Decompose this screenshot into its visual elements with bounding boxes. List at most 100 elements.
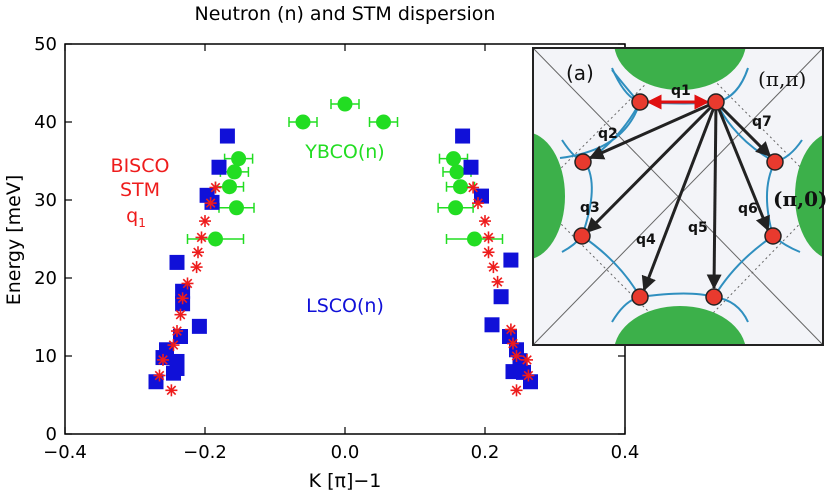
pocket-left [533,133,565,259]
pocket-top [614,48,746,90]
bisco-point [467,181,480,194]
series-ybco [186,96,504,247]
bisco-point [199,215,211,228]
lsco-point [463,159,479,175]
octet-spot-4 [766,153,784,171]
q4-vector-label: q4 [636,232,656,248]
bisco-point [479,215,491,228]
bisco-point [472,197,484,210]
ybco-label: YBCO(n) [304,141,384,163]
y-tick-label: 50 [34,34,57,55]
x-tick-label: 0.4 [611,442,640,463]
lsco-point [493,289,509,305]
q-vector-labels: q1 q2 q3 q4 q5 q6 q7 [580,83,772,248]
panel-label: (a) [566,61,594,85]
ybco-point [231,151,247,167]
x-tick-label: 0.0 [331,442,360,463]
fermi-contour-bottom [611,292,749,323]
inset-frame [532,47,824,346]
series-bisco [153,181,535,397]
octet-spot-8 [705,288,723,306]
lsco-point [219,128,235,144]
y-tick-label: 20 [34,268,57,289]
lsco-point [455,128,471,144]
octet-spot-1 [631,93,649,111]
q1-label-sub: 1 [138,216,146,230]
fermi-surface-inset: (a) (π,π) (π,0) q1 q2 q3 q4 q5 q6 q7 [532,47,827,346]
octet-spot-5 [573,227,591,245]
x-axis-label: K [π]−1 [309,470,382,492]
bisco-point [204,197,217,210]
stm-label: STM [120,179,160,201]
bisco-point [157,353,169,366]
x-axis-ticks: −0.4 −0.2 0.0 0.2 0.4 [43,44,639,463]
bisco-point [482,231,495,244]
q3-vector-label: q3 [580,200,600,216]
corner-label-pi-pi: (π,π) [758,67,806,91]
ybco-point [448,200,464,216]
fermi-contour-left [561,139,593,253]
q6-vector-arrow [714,101,770,232]
bisco-point [181,277,194,290]
y-tick-label: 40 [34,112,57,133]
q1-label: q1 [126,205,146,230]
series-lsco [148,128,538,390]
bisco-point [482,246,495,259]
q2-vector-label: q2 [598,126,618,142]
bisco-point [521,353,533,366]
bisco-point [504,323,517,336]
q1-vector-label: q1 [671,83,691,99]
q2-vector-arrow [588,100,717,160]
octet-spot-6 [764,227,782,245]
ybco-point [222,179,237,195]
lsco-point [484,317,500,333]
lsco-point [191,318,207,334]
bisco-point [507,337,519,350]
ybco-point [376,114,391,130]
bisco-point [510,350,523,362]
ybco-point [449,164,465,180]
lsco-label: LSCO(n) [306,295,384,317]
ybco-point [295,114,311,130]
corner-label-pi-0: (π,0) [773,187,827,211]
bisco-point [209,181,222,194]
lsco-point [503,252,519,268]
q5-vector-label: q5 [688,220,708,236]
bisco-point [522,369,535,382]
lsco-point [211,159,227,175]
zone-diagonal-dotted-3 [681,48,823,191]
zone-diagonal-2 [533,48,823,345]
q1-label-main: q [126,205,138,227]
fermi-contour-right [765,139,803,253]
ybco-point [446,151,461,167]
bisco-point [491,275,504,288]
ybco-point [226,164,242,180]
y-tick-label: 30 [34,190,57,211]
x-tick-label: 0.2 [471,442,500,463]
x-tick-label: −0.2 [183,442,227,463]
bisco-point [190,261,203,274]
bisco-point [487,261,500,274]
bisco-point [195,231,208,244]
ybco-point [453,179,468,195]
bisco-point [153,369,166,382]
bisco-point [192,246,204,259]
bisco-point [165,384,178,397]
bisco-label: BISCO [111,155,170,177]
zone-diagonal-dotted-4 [681,199,823,345]
pocket-bottom [614,306,746,345]
q3-vector-arrow [585,100,718,234]
octet-spot-7 [631,288,649,306]
bisco-point [510,384,523,397]
y-tick-label: 10 [34,346,57,367]
x-tick-label: −0.4 [43,442,87,463]
bisco-point [171,325,183,338]
y-axis-label: Energy [meV] [3,175,25,306]
q5-vector-arrow [706,101,722,290]
q7-vector-label: q7 [752,114,772,130]
ybco-point [229,200,244,216]
chart-title: Neutron (n) and STM dispersion [195,3,496,25]
bisco-point [174,308,187,321]
